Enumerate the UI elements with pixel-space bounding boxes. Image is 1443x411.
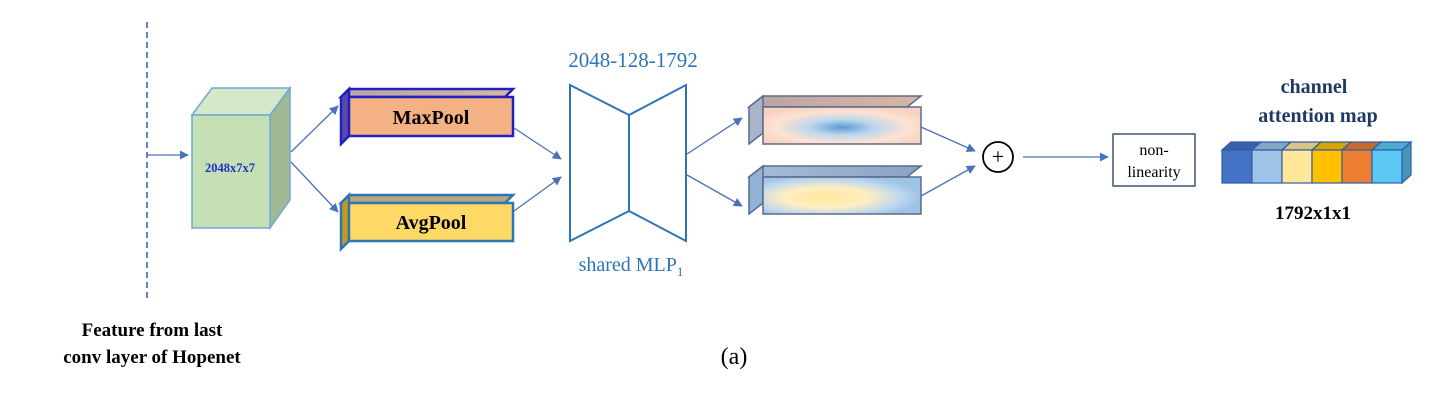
figure-label: (a) bbox=[721, 344, 748, 370]
arrow-mlp-to-top-bar bbox=[686, 117, 743, 155]
sum-symbol: + bbox=[992, 144, 1004, 169]
input-caption-line1: Feature from last bbox=[82, 320, 223, 341]
nonlinearity-line1: non- bbox=[1139, 142, 1168, 159]
mlp-name-text: shared MLP bbox=[579, 254, 677, 276]
sum-operator: + bbox=[982, 141, 1014, 173]
arrow-bottom-bar-to-sum bbox=[920, 165, 976, 197]
channel-attention-map bbox=[1220, 140, 1413, 185]
arrow-avgpool-to-mlp bbox=[513, 176, 562, 212]
output-title-line1: channel bbox=[1281, 76, 1348, 98]
input-caption-line2: conv layer of Hopenet bbox=[63, 347, 241, 368]
attention-block bbox=[1371, 149, 1403, 184]
maxpool-block: MaxPool bbox=[337, 85, 517, 148]
arrow-mlp-to-bottom-bar bbox=[686, 174, 743, 207]
shared-mlp bbox=[569, 83, 687, 243]
attention-block bbox=[1221, 149, 1253, 184]
attention-block bbox=[1311, 149, 1343, 184]
arrow-maxpool-to-mlp bbox=[513, 127, 562, 160]
attention-block-side bbox=[1401, 140, 1412, 185]
mlp-output-avg-bar bbox=[746, 164, 924, 216]
arrow-cube-to-avgpool bbox=[290, 161, 339, 213]
nonlinearity-box: non- linearity bbox=[1112, 133, 1196, 187]
avgpool-block: AvgPool bbox=[337, 191, 517, 253]
arrow-top-bar-to-sum bbox=[920, 126, 976, 152]
arrow-cube-to-maxpool bbox=[290, 105, 339, 153]
nonlinearity-line2: linearity bbox=[1127, 164, 1180, 181]
mlp-sizes-label: 2048-128-1792 bbox=[568, 48, 698, 72]
attention-block bbox=[1341, 149, 1373, 184]
attention-block bbox=[1251, 149, 1283, 184]
attention-block bbox=[1281, 149, 1313, 184]
output-title-line2: attention map bbox=[1258, 105, 1377, 127]
mlp-subscript: 1 bbox=[677, 264, 684, 279]
maxpool-label: MaxPool bbox=[393, 107, 470, 129]
mlp-output-max-bar bbox=[746, 94, 924, 146]
input-feature-cube: 2048x7x7 bbox=[190, 85, 292, 231]
output-dims-label: 1792x1x1 bbox=[1275, 203, 1351, 224]
mlp-name-label: shared MLP1 bbox=[579, 254, 684, 279]
input-dims-label: 2048x7x7 bbox=[205, 161, 255, 175]
avgpool-label: AvgPool bbox=[396, 212, 467, 234]
